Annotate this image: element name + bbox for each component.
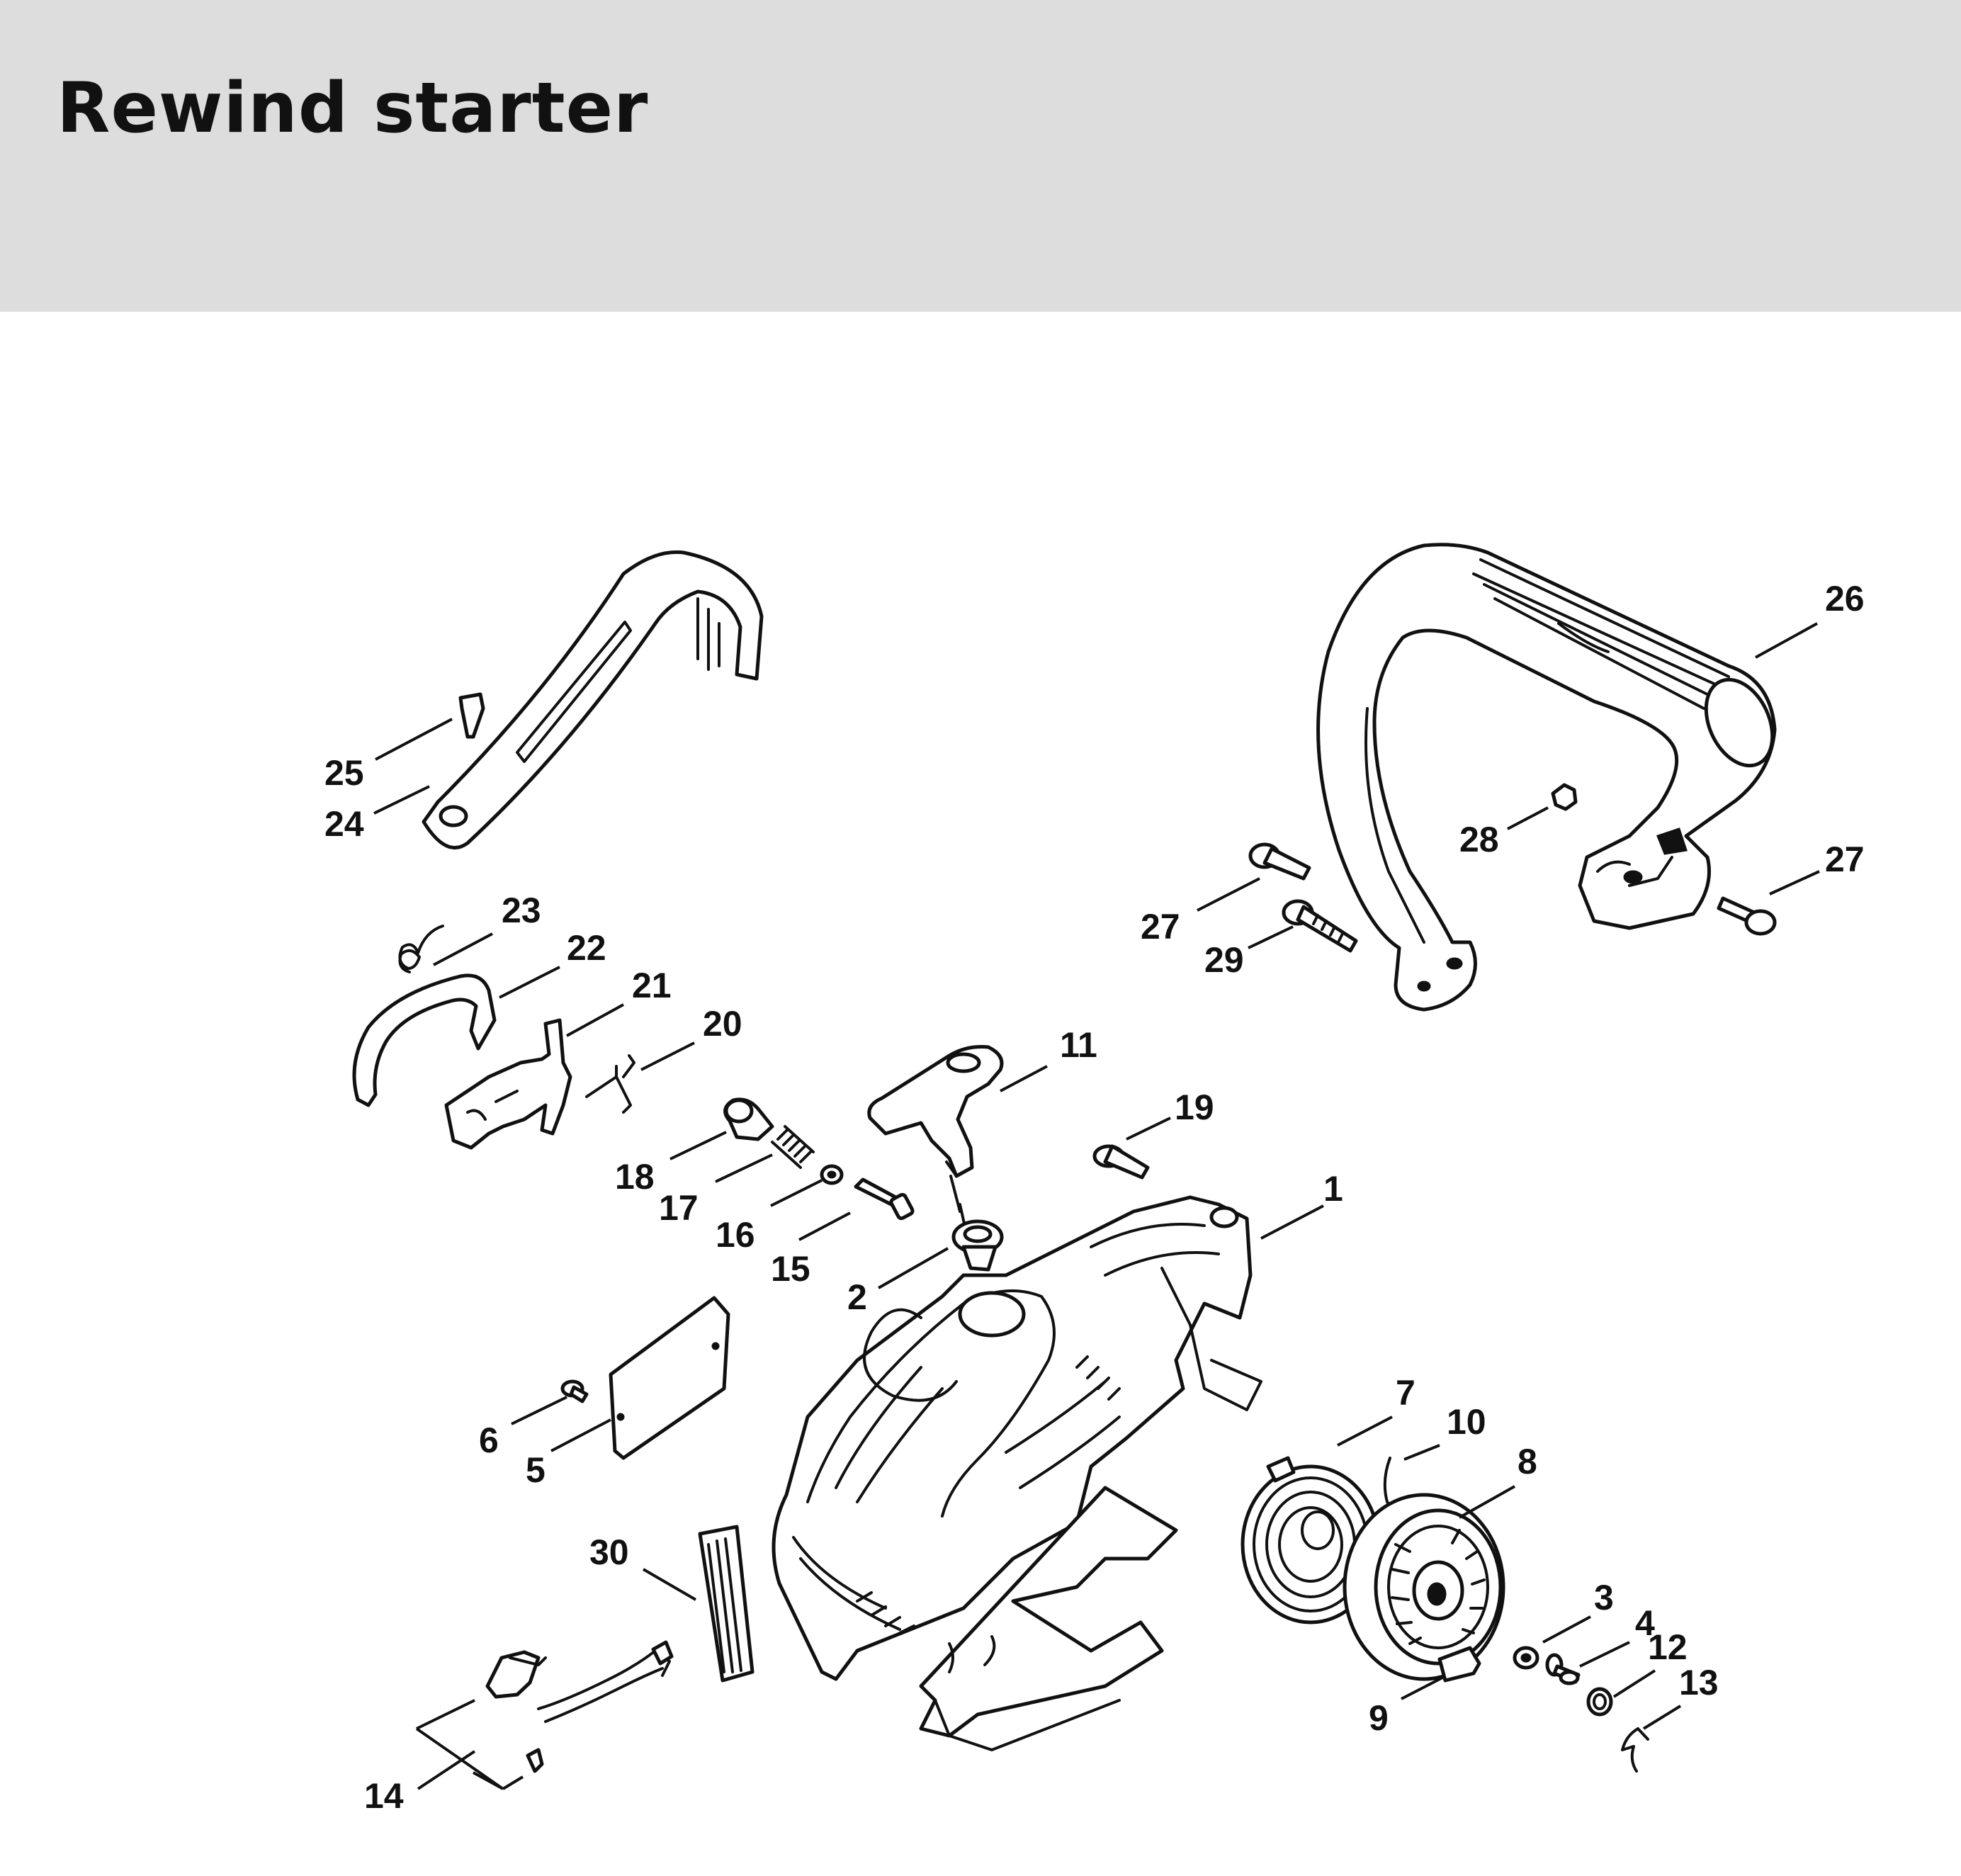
lever-part	[352, 973, 497, 1107]
leader-line	[373, 785, 430, 815]
leader-line	[1000, 1065, 1048, 1092]
leader-line	[1403, 1444, 1440, 1461]
leader-line	[1401, 1675, 1446, 1700]
washer-part	[820, 1164, 844, 1185]
rope-rotor-part	[1343, 1493, 1505, 1681]
spring-part	[771, 1125, 815, 1169]
screw-part	[1092, 1144, 1150, 1180]
leader-line	[1542, 1615, 1591, 1644]
callout-label: 13	[1679, 1663, 1719, 1702]
leader-line	[375, 718, 453, 761]
callout-label: 11	[1060, 1025, 1097, 1065]
callout-label: 9	[1369, 1698, 1389, 1738]
leader-line	[433, 932, 493, 966]
callout-label: 1	[1323, 1169, 1343, 1209]
starter-grip-part	[867, 1045, 1004, 1213]
callout-label: 21	[632, 966, 672, 1005]
callout-label: 12	[1648, 1627, 1688, 1667]
callout-label: 29	[1204, 940, 1244, 980]
spring-clip-part	[1621, 1727, 1649, 1773]
front-handle-part	[1316, 543, 1777, 1012]
leader-line	[640, 1041, 695, 1071]
torsion-spring-part	[398, 925, 444, 973]
leader-line	[499, 966, 560, 999]
trigger-part	[444, 1018, 572, 1150]
callout-label: 3	[1594, 1578, 1614, 1617]
callout-label: 26	[1825, 579, 1865, 618]
callout-label: 27	[1825, 840, 1865, 879]
callout-label: 4	[1635, 1603, 1655, 1643]
rope-guide-part	[951, 1203, 1004, 1272]
callout-label: 2	[847, 1277, 867, 1317]
callout-label: 18	[615, 1157, 655, 1197]
leader-line	[669, 1131, 727, 1160]
leader-line	[1337, 1416, 1393, 1447]
callout-label: 19	[1175, 1087, 1214, 1127]
callout-label: 14	[364, 1776, 404, 1816]
leader-line	[1260, 1204, 1324, 1240]
screw-part	[1282, 899, 1358, 953]
screw-part	[1248, 842, 1311, 881]
leader-line	[1507, 806, 1549, 830]
leader-line	[770, 1179, 823, 1207]
callout-label: 10	[1447, 1402, 1486, 1442]
leader-line	[415, 1727, 504, 1790]
leader-line	[566, 1003, 624, 1037]
fan-housing-part	[772, 1195, 1262, 1751]
leader-line	[1126, 1117, 1171, 1141]
leader-line	[1579, 1641, 1630, 1668]
callout-label: 23	[502, 891, 541, 930]
callout-label: 6	[479, 1420, 499, 1460]
leader-line	[1248, 925, 1294, 949]
pin-part	[560, 1379, 589, 1403]
callout-label: 17	[659, 1188, 699, 1228]
callouts: 1 2 3 4 5 6 7 8 9 10 11 12 13 14 15 16 1…	[324, 579, 1865, 1816]
callout-label: 28	[1459, 820, 1499, 859]
leader-line	[1642, 1705, 1682, 1730]
leader-line	[798, 1211, 851, 1241]
callout-label: 7	[1396, 1373, 1415, 1413]
callout-label: 30	[589, 1532, 629, 1572]
callout-label: 5	[526, 1450, 546, 1490]
callout-label: 8	[1518, 1442, 1537, 1481]
leader-line	[1769, 870, 1820, 895]
hand-guard-part	[422, 550, 764, 850]
screw-part	[1717, 896, 1777, 936]
screw-part	[854, 1177, 915, 1221]
header-band: Rewind starter	[0, 0, 1961, 312]
leader-line	[511, 1396, 567, 1425]
leader-line	[1612, 1669, 1656, 1698]
grip-pad-part	[698, 1525, 755, 1683]
leader-line	[1197, 877, 1260, 912]
clip-spring-part	[585, 1054, 635, 1114]
leader-line	[550, 1418, 611, 1452]
leader-line	[878, 1247, 949, 1289]
leader-line	[1459, 1485, 1515, 1519]
washer-part	[1513, 1646, 1539, 1670]
callout-label: 22	[567, 928, 606, 968]
callout-label: 15	[771, 1249, 810, 1289]
callout-label: 20	[703, 1004, 742, 1044]
screw-part	[1545, 1653, 1581, 1685]
cable-part	[485, 1640, 674, 1773]
leader-line	[715, 1153, 773, 1183]
leader-lines	[373, 622, 1820, 1790]
bushing-part	[723, 1097, 774, 1141]
plate-part	[609, 1296, 730, 1460]
callout-label: 16	[716, 1215, 755, 1255]
screw-part	[458, 692, 485, 739]
leader-line	[642, 1568, 697, 1601]
nut-part	[1551, 783, 1578, 811]
leader-line	[417, 1750, 476, 1790]
callout-label: 24	[324, 804, 364, 844]
washer-part	[1586, 1687, 1613, 1717]
leader-line	[502, 1775, 524, 1790]
leader-line	[416, 1699, 475, 1730]
callout-label: 27	[1141, 907, 1180, 947]
callout-label: 25	[324, 753, 364, 793]
page-title: Rewind starter	[57, 68, 649, 149]
leader-line	[1755, 622, 1818, 659]
